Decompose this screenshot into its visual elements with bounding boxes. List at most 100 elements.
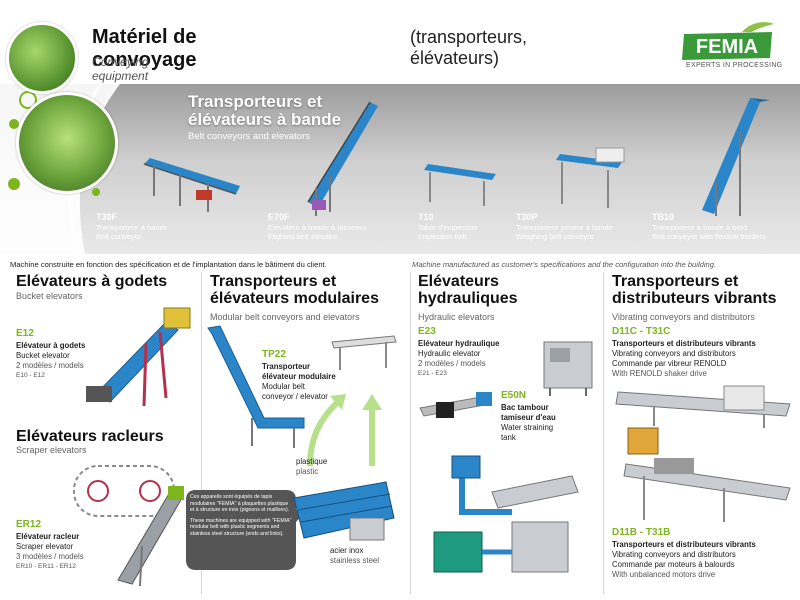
hydraulic-en: Hydraulic elevator bbox=[418, 349, 481, 358]
banner-title-line1: Transporteurs et bbox=[188, 92, 323, 111]
banner-product-t30p: T30P Transporteur peseur à bande Weighin… bbox=[516, 212, 613, 242]
modular-belt-closeup-drawing bbox=[293, 481, 395, 541]
lettuce-photo-2 bbox=[16, 92, 118, 194]
product-fr: Table d'inspection bbox=[418, 222, 478, 232]
t30f-conveyor-drawing bbox=[143, 158, 240, 212]
vibrating2-en: Vibrating conveyors and distributors bbox=[612, 550, 736, 559]
femia-logo: FEMIA bbox=[682, 22, 774, 60]
strainer-en-line1: Water straining bbox=[501, 423, 554, 432]
scraper-en: Scraper elevator bbox=[16, 542, 74, 551]
vibrating2-fr: Transporteurs et distributeurs vibrants bbox=[612, 540, 756, 549]
banner-product-t30f: T30F Transporteur à bande Belt conveyor bbox=[96, 212, 168, 242]
modular-info-text: Ces appareils sont équipés de tapis modu… bbox=[190, 494, 292, 537]
vibrating-title-line2: distributeurs vibrants bbox=[612, 290, 777, 307]
bucket-range: E10 - E12 bbox=[16, 372, 45, 379]
product-code: E70F bbox=[268, 212, 290, 222]
scraper-range: ER10 - ER11 - ER12 bbox=[16, 563, 76, 570]
vibrating-section-title: Transporteurs et distributeurs vibrants bbox=[612, 273, 776, 307]
hydraulic-title-line2: hydrauliques bbox=[418, 290, 518, 307]
product-fr: Transporteur à bande à bord bbox=[652, 222, 748, 232]
hydraulic-cabinet-drawing bbox=[543, 341, 593, 396]
hydraulic-fr: Elévateur hydraulique bbox=[418, 339, 500, 348]
banner-product-e70f: E70F Elévateur à bande à tasseaux Flight… bbox=[268, 212, 368, 242]
product-fr: Transporteur à bande bbox=[96, 222, 168, 232]
product-fr: Transporteur peseur à bande bbox=[516, 222, 613, 232]
vibrating-renold-drawing bbox=[615, 385, 791, 428]
scraper-chain-drawing bbox=[73, 465, 175, 517]
hydraulic-models: 2 modèles / models bbox=[418, 359, 486, 368]
modular-elevator-drawing bbox=[207, 325, 305, 448]
vibrating-balourd-drawing bbox=[623, 427, 791, 522]
modular-desc: Transporteur élévateur modulaire Modular… bbox=[262, 362, 336, 402]
vibrating-drive-fr: Commande par vibreur RENOLD bbox=[612, 359, 727, 368]
product-fr: Elévateur à bande à tasseaux bbox=[268, 222, 368, 232]
modular-info-fr: Ces appareils sont équipés de tapis modu… bbox=[190, 494, 290, 513]
vibrating-desc: Transporteurs et distributeurs vibrants … bbox=[612, 339, 756, 379]
t10-inspection-drawing bbox=[424, 164, 496, 206]
product-en: Flighted belt elevator bbox=[268, 232, 338, 241]
scraper-models: 3 modèles / models bbox=[16, 552, 84, 561]
vibrating-drive-en: With RENOLD shaker drive bbox=[612, 369, 707, 378]
modular-fr-line2: élévateur modulaire bbox=[262, 372, 336, 381]
plastic-label: plastique plastic bbox=[296, 457, 327, 477]
product-code: TB10 bbox=[652, 212, 675, 222]
plastic-fr: plastique bbox=[296, 457, 328, 466]
modular-en-line1: Modular belt bbox=[262, 382, 305, 391]
hydraulic-section-title: Elévateurs hydrauliques bbox=[418, 273, 518, 307]
modular-title-line2: élévateurs modulaires bbox=[210, 290, 379, 307]
page-title: Matériel de convoyage bbox=[92, 26, 197, 71]
bucket-section-title: Elévateurs à godets bbox=[16, 273, 168, 290]
page-title-paren: (transporteurs, élévateurs) bbox=[410, 27, 528, 68]
steel-en: stainless steel bbox=[330, 556, 379, 565]
banner-product-tb10: TB10 Transporteur à bande à bord Belt co… bbox=[652, 212, 766, 242]
product-code: T10 bbox=[418, 212, 434, 222]
vibrating-desc2: Transporteurs et distributeurs vibrants … bbox=[612, 540, 756, 580]
steel-fr: acier inox bbox=[330, 546, 364, 555]
note-english: Machine manufactured as customer's speci… bbox=[412, 260, 717, 269]
brand-name: FEMIA bbox=[696, 36, 758, 58]
note-french: Machine construite en fonction des spéci… bbox=[10, 260, 327, 269]
hydraulic-range: E21 - E23 bbox=[418, 370, 447, 377]
banner-title-line2: élévateurs à bande bbox=[188, 110, 342, 129]
brand-tagline: EXPERTS IN PROCESSING bbox=[686, 62, 783, 69]
banner-subtitle: Belt conveyors and elevators bbox=[188, 131, 310, 142]
banner-title: Transporteurs et élévateurs à bande bbox=[188, 93, 408, 129]
strainer-fr-line1: Bac tambour bbox=[501, 403, 549, 412]
lettuce-photo-1 bbox=[6, 22, 78, 94]
vibrating-title-line1: Transporteurs et bbox=[612, 273, 739, 290]
scraper-code: ER12 bbox=[16, 519, 42, 530]
vibrating2-drive-fr: Commande par moteurs à balourds bbox=[612, 560, 735, 569]
product-en: Belt conveyor with flexible borders bbox=[652, 232, 766, 241]
hydraulic-elevator-drawing bbox=[419, 392, 492, 418]
hydraulic-desc: Elévateur hydraulique Hydraulic elevator… bbox=[418, 339, 499, 379]
product-code: T30P bbox=[516, 212, 538, 222]
modular-info-en: These machines are equipped with "FEMIA"… bbox=[190, 517, 292, 537]
bucket-desc: Elévateur à godets Bucket elevator 2 mod… bbox=[16, 341, 85, 381]
hydraulic-section-subtitle: Hydraulic elevators bbox=[418, 312, 495, 322]
plastic-en: plastic bbox=[296, 467, 319, 476]
bucket-code: E12 bbox=[16, 328, 34, 339]
modular-en-line2: conveyor / elevator bbox=[262, 392, 328, 401]
modular-title-line1: Transporteurs et bbox=[210, 273, 337, 290]
modular-fr-line1: Transporteur bbox=[262, 362, 311, 371]
modular-code: TP22 bbox=[262, 349, 286, 360]
product-en: Inspection belt bbox=[418, 232, 467, 241]
scraper-section-subtitle: Scraper elevators bbox=[16, 445, 87, 455]
vibrating-en: Vibrating conveyors and distributors bbox=[612, 349, 736, 358]
scraper-elevator-drawing bbox=[117, 486, 184, 587]
product-en: Weighing belt conveyor bbox=[516, 232, 594, 241]
strainer-desc: Bac tambour tamiseur d'eau Water straini… bbox=[501, 403, 556, 443]
vibrating-fr: Transporteurs et distributeurs vibrants bbox=[612, 339, 756, 348]
hydraulic-title-line1: Elévateurs bbox=[418, 273, 499, 290]
vibrating2-drive-en: With unbalanced motors drive bbox=[612, 570, 716, 579]
up-arrows-icon bbox=[307, 394, 382, 467]
scraper-fr: Elévateur racleur bbox=[16, 532, 80, 541]
product-code: T30F bbox=[96, 212, 118, 222]
divider bbox=[603, 272, 604, 594]
product-en: Belt conveyor bbox=[96, 232, 142, 241]
bucket-fr: Elévateur à godets bbox=[16, 341, 86, 350]
vibrating-code: D11C - T31C bbox=[612, 326, 671, 337]
water-strainer-system-drawing bbox=[433, 455, 579, 573]
tb10-conveyor-drawing bbox=[702, 98, 770, 216]
bucket-elevator-drawing bbox=[86, 307, 191, 407]
